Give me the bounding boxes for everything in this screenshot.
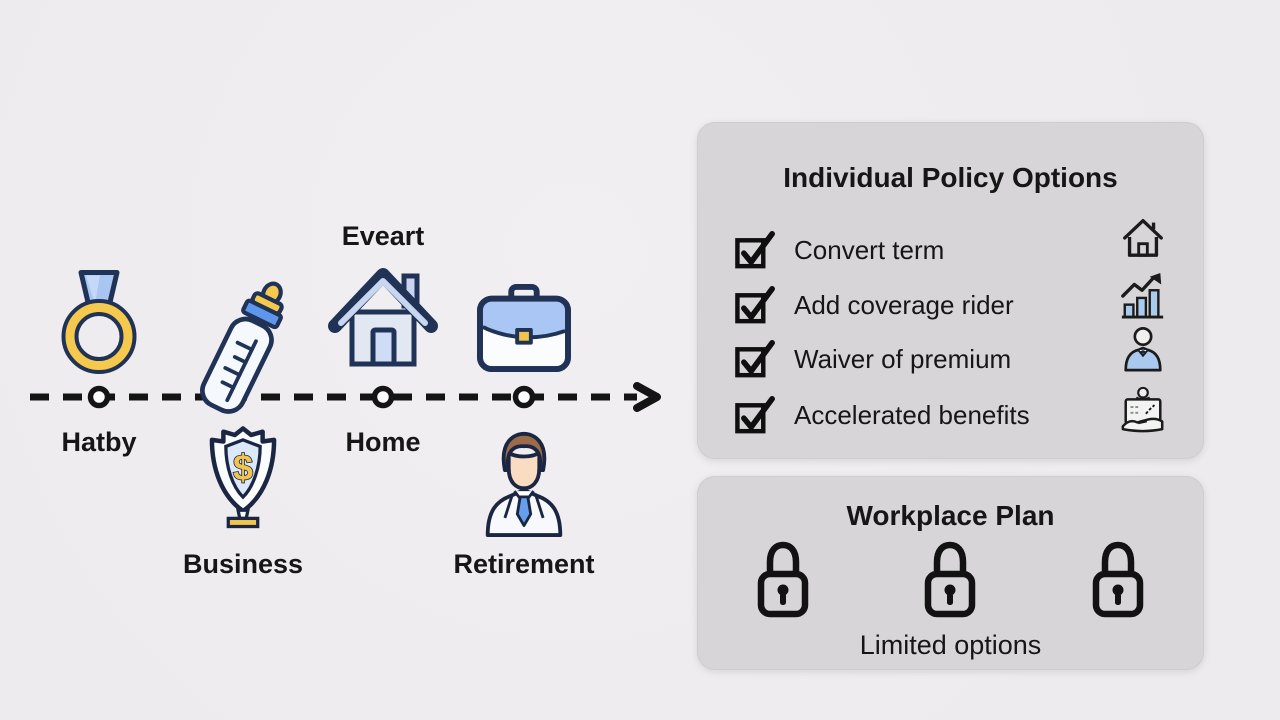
baby-bottle-icon: [200, 281, 284, 414]
padlock-icon: [757, 541, 809, 618]
workplace-panel-title: Workplace Plan: [846, 500, 1055, 531]
individual-panel-title: Individual Policy Options: [783, 162, 1118, 193]
house-outline-icon: [1123, 219, 1163, 257]
policy-option-label: Add coverage rider: [794, 289, 1014, 320]
workplace-caption: Limited options: [859, 630, 1042, 660]
timeline-node: [87, 385, 111, 409]
policy-option-label: Waiver of premium: [794, 343, 1012, 374]
policy-option-row: Accelerated benefits: [735, 388, 1030, 442]
checked-checkbox-icon: [735, 286, 775, 324]
timeline-label-eveart: Eveart: [341, 221, 425, 251]
policy-option-row: Convert term: [735, 223, 944, 277]
person-suit-icon: [485, 431, 563, 537]
individual-policy-panel: Individual Policy Options Convert term A…: [697, 122, 1204, 459]
checked-checkbox-icon: [735, 231, 775, 269]
timeline-node: [371, 385, 395, 409]
briefcase-icon: [477, 283, 571, 373]
timeline-axis: [30, 382, 661, 412]
padlock-icon: [1092, 541, 1144, 618]
timeline-label-business: Business: [182, 549, 304, 579]
policy-option-row: Add coverage rider: [735, 278, 1014, 332]
svg-text:$: $: [233, 447, 253, 488]
checked-checkbox-icon: [735, 396, 775, 434]
timeline-label-hatby: Hatby: [61, 427, 137, 457]
hand-document-icon: [1121, 386, 1164, 433]
person-icon: [1124, 327, 1162, 372]
policy-option-row: Waiver of premium: [735, 332, 1011, 386]
timeline-node: [512, 385, 536, 409]
padlock-icon: [924, 541, 976, 618]
policy-option-label: Accelerated benefits: [794, 399, 1030, 430]
policy-option-label: Convert term: [794, 234, 945, 265]
arrow-head-icon: [633, 382, 661, 412]
ring-icon: [61, 270, 137, 374]
timeline-label-home: Home: [345, 427, 421, 457]
house-icon: [328, 268, 438, 367]
checked-checkbox-icon: [735, 340, 775, 378]
growth-chart-icon: [1121, 272, 1164, 319]
timeline-label-retirement: Retirement: [453, 549, 595, 579]
workplace-plan-panel: Workplace Plan Limited options: [697, 476, 1204, 670]
shield-dollar-icon: $: [209, 426, 277, 529]
